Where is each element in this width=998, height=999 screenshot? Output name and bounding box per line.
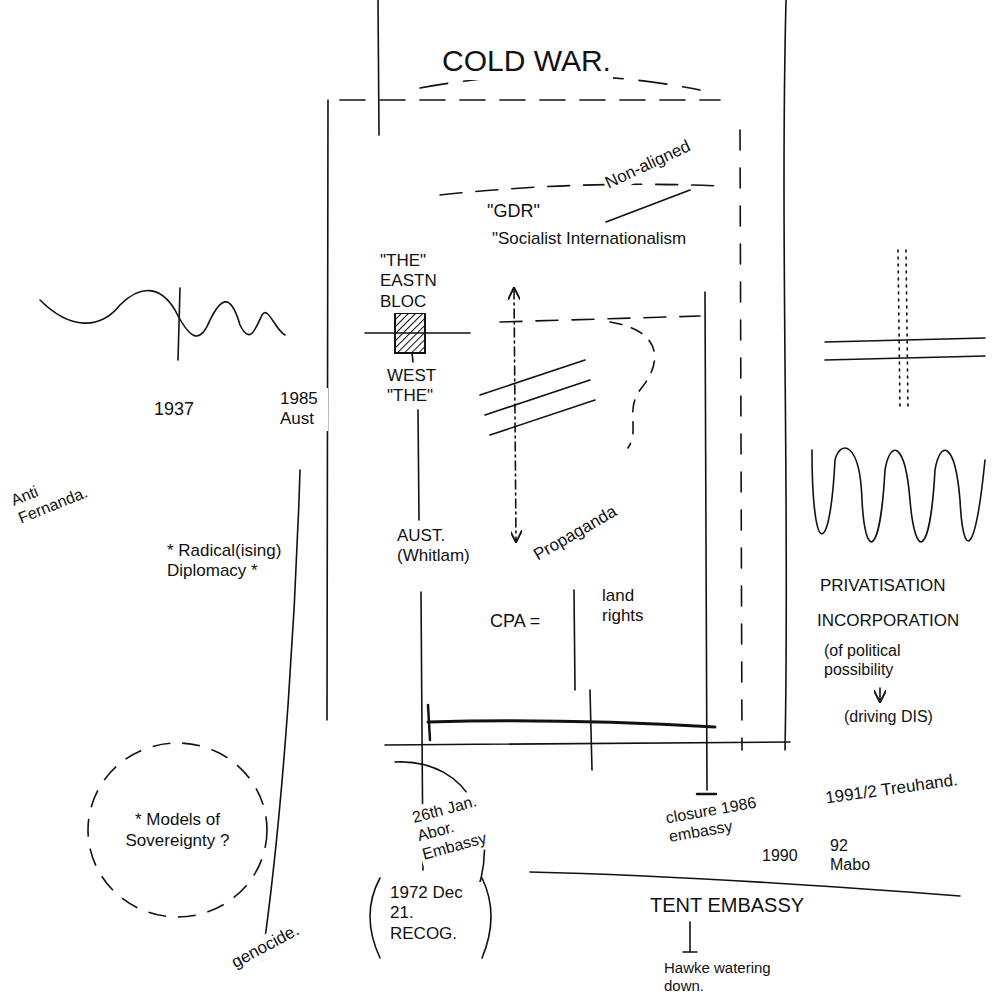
note-label: 26th Jan. Abor. Embassy (408, 780, 529, 866)
note-label: (driving DIS) (842, 706, 935, 727)
note-label: genocide. (226, 919, 305, 975)
sketch-stroke (606, 190, 690, 222)
sketch-stroke (40, 291, 285, 336)
sketch-stroke (428, 705, 430, 740)
sketch-stroke (480, 360, 585, 395)
note-label: * Radical(ising) Diplomacy * (165, 540, 291, 583)
sketch-stroke (879, 688, 881, 700)
sketch-stroke (485, 380, 590, 415)
note-label: 1972 Dec 21. RECOG. (388, 882, 482, 945)
sketch-stroke (490, 400, 595, 435)
sketch-stroke (705, 292, 707, 790)
sketch-stroke (412, 353, 413, 362)
sketch-stroke (825, 356, 985, 360)
sketch-stroke (906, 250, 908, 410)
sketch-stroke (340, 99, 720, 101)
diagram-title: COLD WAR. (440, 42, 613, 80)
note-label: TENT EMBASSY (648, 892, 806, 918)
sketch-stroke (428, 721, 715, 727)
note-label: "THE" EASTN BLOC (378, 250, 482, 313)
sketch-stroke (378, 0, 379, 135)
sketch-stroke (440, 184, 720, 195)
sketch-stroke (395, 313, 425, 353)
sketch-circle: * Models of Sovereignty ? (85, 740, 270, 920)
sketch-stroke (574, 590, 575, 690)
note-label: 1937 (152, 398, 196, 422)
sketch-stroke (482, 878, 491, 958)
sketch-stroke (683, 951, 697, 953)
sketch-stroke (514, 290, 516, 540)
sketch-stroke (812, 448, 985, 542)
note-label: land rights (600, 585, 679, 628)
circle-outline (85, 740, 270, 920)
node-text: * Models of Sovereignty ? (120, 809, 235, 852)
note-label: closure 1986 embassy (662, 791, 764, 847)
note-label: Non-aligned (600, 135, 696, 196)
note-label: CPA = (488, 610, 542, 634)
note-label: "Socialist Internationalism (490, 228, 688, 250)
sketch-stroke (697, 793, 716, 796)
sketch-stroke (825, 338, 985, 342)
sketch-stroke (370, 878, 380, 958)
circle-outline-path (88, 743, 267, 917)
note-label: WEST "THE" (385, 365, 451, 408)
sketch-stroke (689, 922, 691, 952)
note-label: (of political possibility (822, 640, 961, 680)
sketch-stroke (590, 690, 592, 770)
note-label: PRIVATISATION (818, 575, 948, 597)
note-label: Propaganda (528, 500, 623, 568)
sketch-stroke (784, 0, 786, 750)
sketch-stroke (418, 410, 419, 520)
sketch-stroke (385, 742, 790, 745)
note-label: 1991/2 Treuhand. (822, 769, 961, 810)
sketch-stroke (610, 322, 655, 448)
note-label: INCORPORATION (815, 610, 961, 632)
sketch-stroke (740, 130, 742, 750)
note-label: 1985 Aust (278, 388, 328, 431)
note-label: Hawke watering down. (662, 958, 781, 996)
sketch-stroke (178, 288, 180, 360)
sketch-stroke (500, 316, 700, 322)
note-label: 92 Mabo (828, 835, 880, 875)
note-label: AUST. (Whitlam) (395, 525, 511, 568)
note-label: "GDR" (485, 200, 542, 224)
note-label: 1990 (760, 845, 800, 866)
sketch-stroke (898, 250, 900, 410)
note-label: Anti Fernanda. (6, 461, 99, 530)
